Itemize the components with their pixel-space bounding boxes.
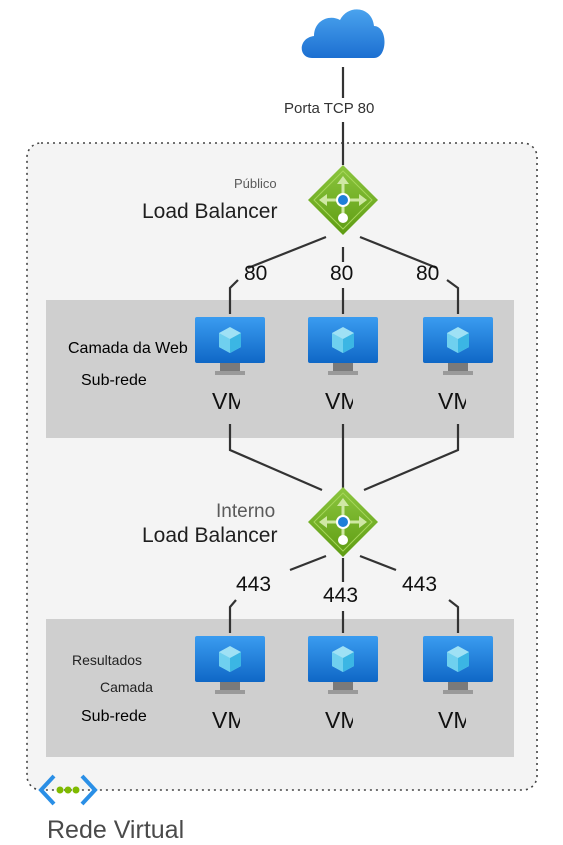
vm-icon (195, 636, 265, 694)
vm-icon (423, 636, 493, 694)
results-port-label: 443 (236, 573, 272, 596)
cloud-icon (301, 9, 385, 59)
public-lb-title: Load Balancer (142, 200, 278, 223)
virtual-network-label: Rede Virtual (47, 816, 185, 844)
load-balancer-icon (308, 487, 378, 557)
web-port-label: 80 (416, 262, 440, 285)
web-subnet-label: Sub-rede (81, 372, 147, 389)
vm-icon (308, 636, 378, 694)
vm-icon (308, 317, 378, 375)
web-subnet-title: Camada da Web (68, 340, 188, 357)
vm-label: VM (438, 388, 466, 414)
web-port-label: 80 (244, 262, 268, 285)
vm-label: VM (438, 707, 466, 733)
results-port-label: 443 (402, 573, 438, 596)
virtual-network-icon (38, 774, 98, 806)
vm-label: VM (325, 388, 353, 414)
vm-icon (423, 317, 493, 375)
vm-icon (195, 317, 265, 375)
results-subnet-label: Sub-rede (81, 708, 147, 725)
results-port-label: 443 (323, 584, 359, 607)
vm-label: VM (212, 388, 240, 414)
vm-label: VM (212, 707, 240, 733)
internal-lb-tag: Interno (216, 501, 276, 522)
load-balancer-icon (308, 165, 378, 235)
connector-lines (228, 67, 460, 633)
public-lb-tag: Público (234, 176, 277, 191)
web-port-label: 80 (330, 262, 354, 285)
internal-lb-title: Load Balancer (142, 524, 278, 547)
internet-port-label: Porta TCP 80 (284, 100, 375, 117)
vm-label: VM (325, 707, 353, 733)
results-subnet-title: Resultados (72, 652, 143, 668)
results-subnet-subtitle: Camada (100, 679, 153, 695)
